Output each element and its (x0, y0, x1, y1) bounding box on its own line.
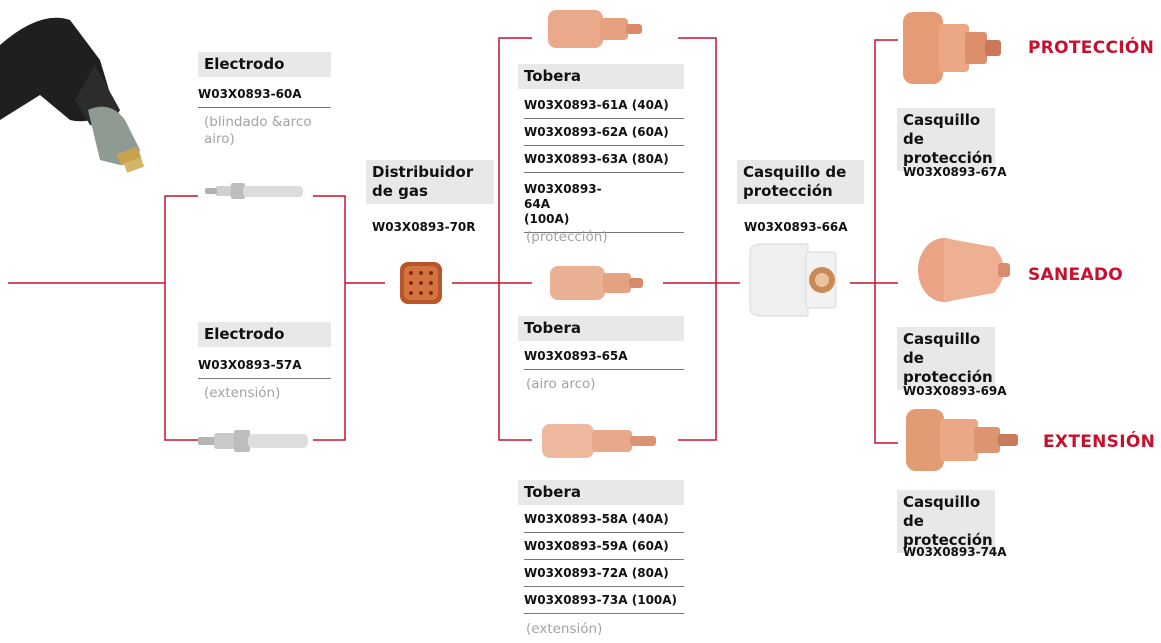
nozzle-top-note: (protección) (526, 229, 608, 245)
nozzle-top-code-3: W03X0893-64A (100A) (524, 179, 684, 233)
nozzle-bottom-image (542, 424, 656, 458)
electrode-top-title: Electrodo (198, 52, 331, 77)
cap-protection-label: PROTECCIÓN (1028, 38, 1155, 58)
nozzle-bottom-note: (extensión) (526, 621, 603, 637)
nozzle-top-code-1: W03X0893-62A (60A) (524, 122, 684, 146)
electrode-bottom-note: (extensión) (204, 385, 281, 401)
nozzle-top-code-2: W03X0893-63A (80A) (524, 149, 684, 173)
cap-extension-title: Casquillo de protección (897, 490, 995, 553)
shield-cup-image (749, 243, 837, 317)
cap-extension-label: EXTENSIÓN (1043, 432, 1156, 452)
plasma-torch-image (0, 17, 145, 173)
cap-protection-code: W03X0893-67A (903, 165, 1007, 179)
nozzle-bottom-code-3: W03X0893-73A (100A) (524, 590, 684, 614)
cap-extension-image (906, 409, 1018, 471)
electrode-top-note: (blindado &arco airo) (204, 114, 312, 147)
cap-extension-code: W03X0893-74A (903, 545, 1007, 559)
cap-saneado-title: Casquillo de protección (897, 327, 995, 390)
electrode-bottom-image (198, 430, 308, 452)
electrode-bottom-title: Electrodo (198, 322, 331, 347)
gas-distributor-image (400, 262, 442, 304)
cap-saneado-image (918, 238, 1010, 302)
electrode-bottom-code: W03X0893-57A (198, 355, 331, 379)
shield-cup-code: W03X0893-66A (744, 220, 848, 234)
distributor-code: W03X0893-70R (372, 220, 476, 234)
nozzle-bottom-code-2: W03X0893-72A (80A) (524, 563, 684, 587)
distributor-title: Distribuidor de gas (366, 160, 494, 204)
cap-saneado-code: W03X0893-69A (903, 384, 1007, 398)
nozzle-top-image (548, 10, 642, 48)
nozzle-bottom-title: Tobera (518, 480, 684, 505)
nozzle-bottom-code-1: W03X0893-59A (60A) (524, 536, 684, 560)
nozzle-mid-title: Tobera (518, 316, 684, 341)
nozzle-top-code-0: W03X0893-61A (40A) (524, 95, 684, 119)
cap-protection-image (903, 12, 1001, 84)
nozzle-mid-note: (airo arco) (526, 376, 596, 392)
cap-protection-title: Casquillo de protección (897, 108, 995, 171)
electrode-top-code: W03X0893-60A (198, 84, 331, 108)
nozzle-mid-code: W03X0893-65A (524, 346, 684, 370)
nozzle-top-title: Tobera (518, 64, 684, 89)
shield-cup-title: Casquillo de protección (737, 160, 864, 204)
nozzle-mid-image (550, 266, 643, 300)
cap-saneado-label: SANEADO (1028, 265, 1124, 285)
electrode-top-image (205, 183, 303, 199)
nozzle-bottom-code-0: W03X0893-58A (40A) (524, 509, 684, 533)
